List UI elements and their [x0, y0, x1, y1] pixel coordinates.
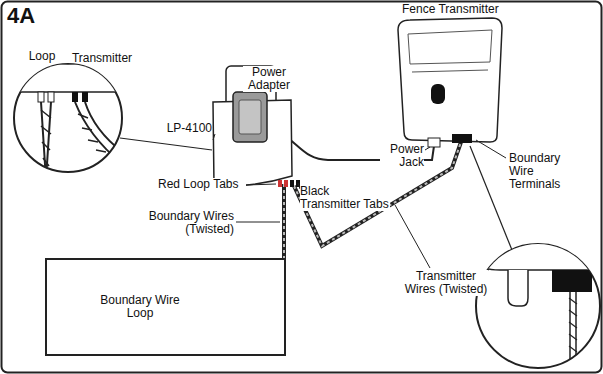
- part-label: Red Loop Tabs: [158, 178, 246, 191]
- transmitter-unit: Fence Transmitter: [398, 20, 502, 142]
- part-label: Power Adapter: [243, 66, 295, 92]
- part-label: Boundary Wire Terminals: [509, 152, 569, 191]
- part-label: Loop: [22, 50, 62, 63]
- part-label: Black Transmitter Tabs: [300, 185, 390, 211]
- loop-label: Boundary Wire Loop: [95, 294, 185, 320]
- figure-title: 4A: [7, 3, 35, 29]
- unit-heading: Fence Transmitter: [402, 3, 499, 16]
- wire-loop: Boundary Wire Loop: [45, 258, 286, 356]
- part-label: Power Jack: [380, 143, 424, 169]
- part-label: Transmitter Wires (Twisted): [404, 270, 488, 296]
- part-label: Transmitter: [66, 52, 138, 65]
- part-label: LP-4100: [150, 122, 212, 135]
- part-label: Boundary Wires (Twisted): [128, 210, 234, 236]
